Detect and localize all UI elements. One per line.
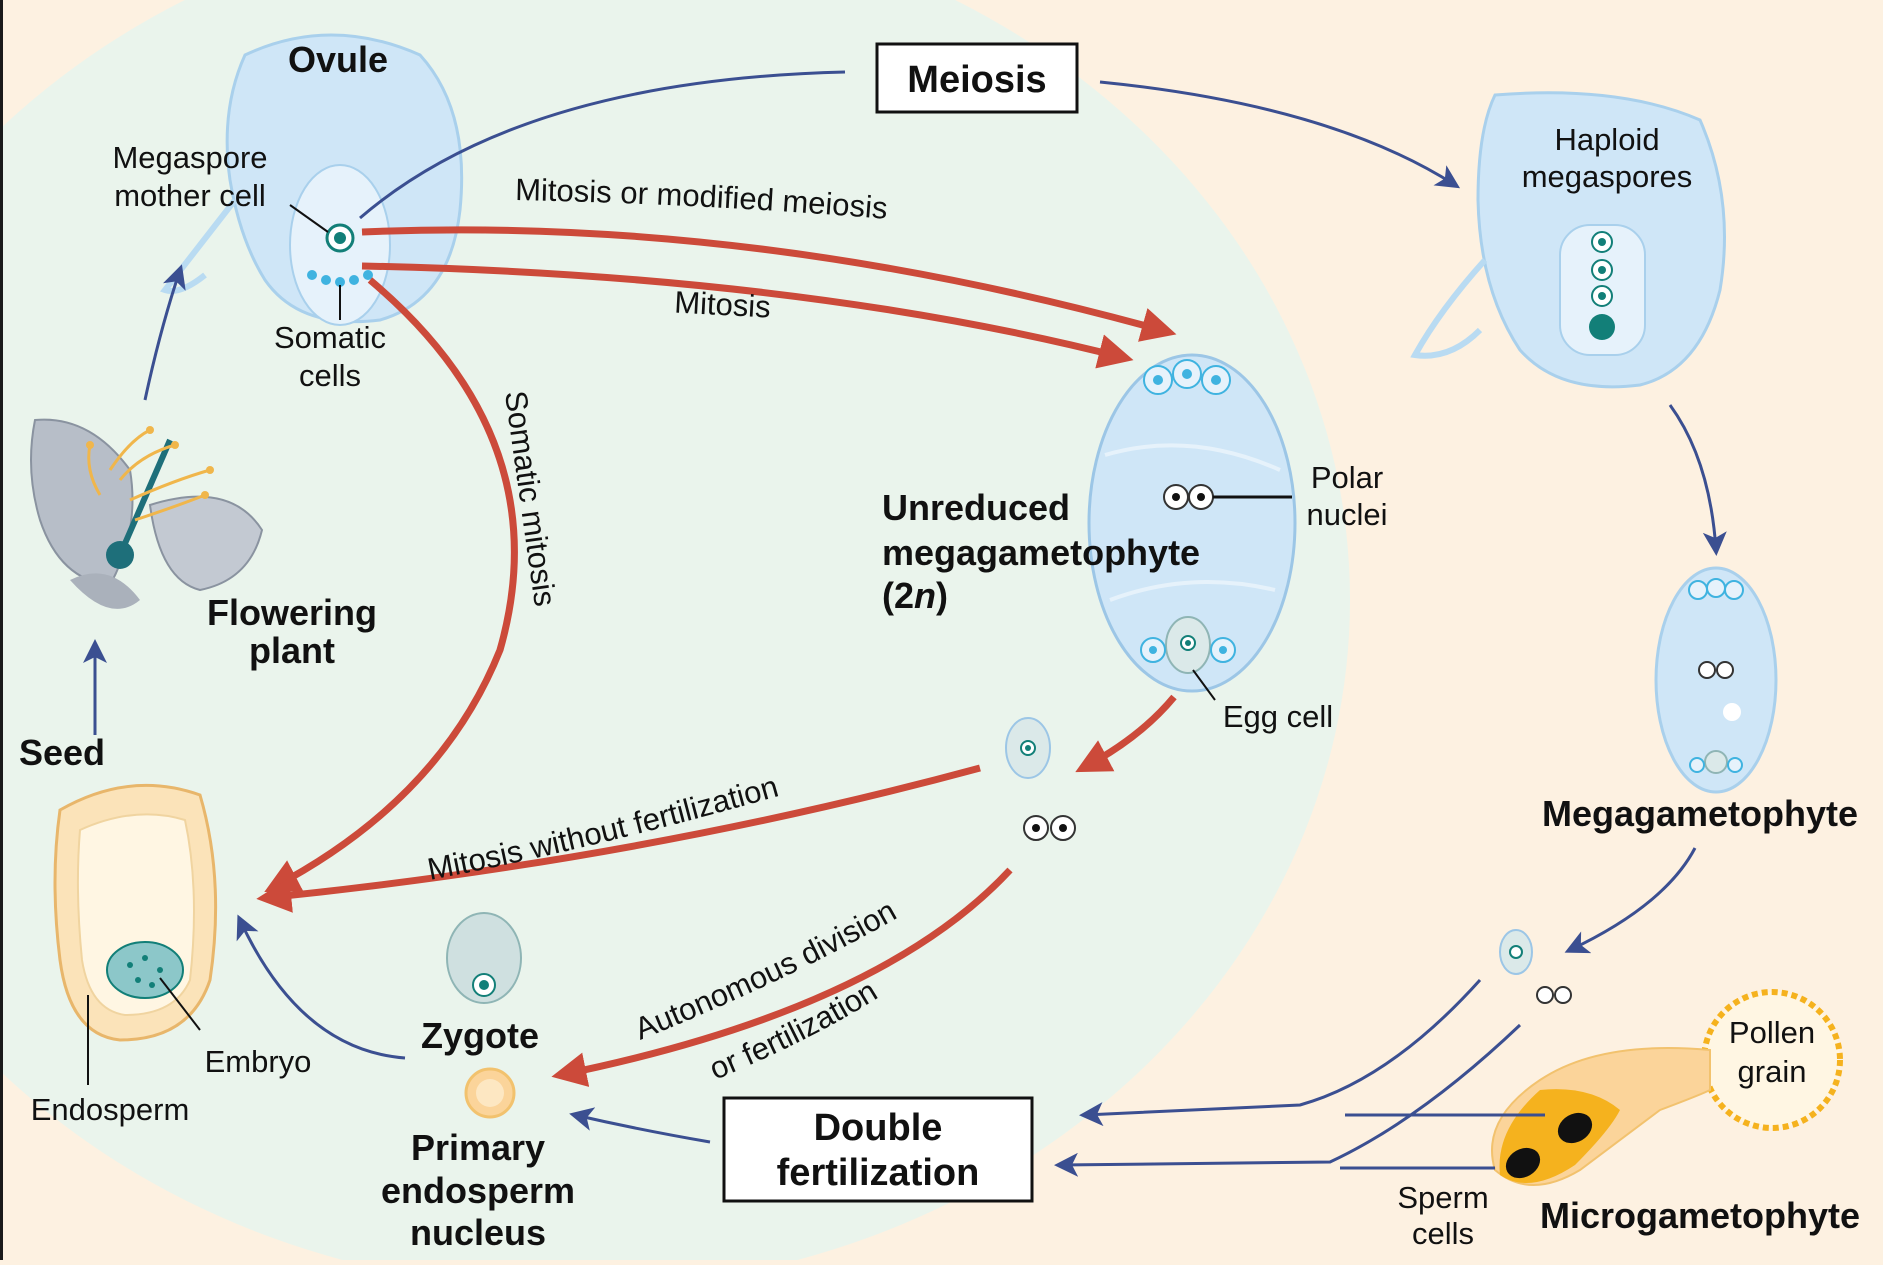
megagametophyte-label: Megagametophyte: [1542, 793, 1858, 834]
arrow-zygote-to-seed: [236, 914, 406, 1060]
double-fertilization-box: [722, 1096, 1034, 1203]
embryo: [106, 941, 184, 999]
endosperm-label: Endosperm: [31, 1092, 190, 1127]
double-fertilization-label-line2: fertilization: [777, 1152, 980, 1194]
left-border: [0, 0, 3, 1260]
arrow-egg-to-double-fertilization: [1079, 978, 1482, 1127]
unreduced-megagametophyte-illustration: [1087, 353, 1297, 693]
polar-nuclei-label-line1: Polar: [1311, 460, 1383, 495]
haploid-megaspores-illustration: [1410, 91, 1726, 389]
zygote-illustration: [446, 912, 522, 1004]
sperm-cells-label-line2: cells: [1412, 1216, 1474, 1251]
embryo-leader-line: [159, 977, 201, 1031]
arrow-autonomous-division: [551, 867, 1013, 1087]
haploid-megaspores-label-line1: Haploid: [1554, 122, 1659, 157]
sperm-cell: [1557, 1112, 1593, 1144]
flowering-plant-illustration: [30, 418, 264, 609]
megaspore-mother-cell-label-line2: mother cell: [114, 178, 266, 213]
arrow-polar-to-double-fertilization: [1054, 1023, 1522, 1177]
flowering-plant-label-line2: plant: [249, 630, 335, 671]
seed-label: Seed: [19, 732, 105, 773]
arrow-mitosis-without-fertilization: [256, 764, 981, 913]
ploidy-label: (2n): [882, 575, 948, 616]
arrow-mitosis-or-modified-meiosis: [361, 226, 1177, 342]
flowering-plant-label-line1: Flowering: [207, 592, 377, 633]
ovule-label: Ovule: [288, 39, 388, 80]
zygote-label: Zygote: [421, 1015, 539, 1056]
primary-endosperm-label-line2: endosperm: [381, 1170, 575, 1211]
sperm-cells-label-line1: Sperm: [1397, 1180, 1488, 1215]
egg-and-polar-cells-center: [1005, 717, 1076, 841]
unreduced-label-line1: Unreduced: [882, 487, 1070, 528]
arrow-double-fertilization-to-products: [569, 1107, 711, 1144]
egg-cell-label: Egg cell: [1223, 699, 1333, 734]
line-ovule-to-meiosis: [359, 70, 846, 220]
meiosis-box: [875, 42, 1079, 114]
primary-endosperm-label-line1: Primary: [411, 1127, 545, 1168]
embryo-label: Embryo: [205, 1044, 312, 1079]
egg-cell-leader-line: [1192, 669, 1216, 701]
somatic-cells-label-line2: cells: [299, 358, 361, 393]
unreduced-label-line2: megagametophyte: [882, 532, 1200, 573]
pollen-grain-label-line2: grain: [1738, 1054, 1807, 1089]
pollen-tube-illustration: [1491, 1047, 1711, 1186]
arrow-mitosis: [361, 262, 1134, 369]
sperm-cell: [1505, 1147, 1541, 1179]
megagametophyte-illustration: [1654, 566, 1778, 794]
pollen-grain-label-line1: Pollen: [1729, 1015, 1815, 1050]
microgametophyte-label: Microgametophyte: [1540, 1195, 1860, 1236]
somatic-cells-label-line1: Somatic: [274, 320, 386, 355]
seed-illustration: [53, 783, 218, 1042]
arrow-plant-to-ovule: [143, 264, 186, 401]
double-fertilization-label-line1: Double: [814, 1107, 943, 1149]
primary-endosperm-label-line3: nucleus: [410, 1212, 546, 1253]
arrow-somatic-mitosis: [264, 277, 518, 893]
megaspore-leader-line: [289, 204, 329, 233]
arrow-egg-to-unfertilized: [1075, 694, 1177, 773]
megaspore-mother-cell-label-line1: Megaspore: [112, 140, 267, 175]
meiosis-label: Meiosis: [907, 59, 1046, 101]
egg-and-polar-cells-right: [1499, 929, 1572, 1004]
ovule-illustration: [160, 33, 464, 326]
mitosis-label: Mitosis: [673, 285, 771, 325]
arrow-meiosis-to-megaspores: [1099, 80, 1461, 189]
polar-nuclei-label-line2: nuclei: [1307, 497, 1388, 532]
primary-endosperm-nucleus-illustration: [464, 1067, 516, 1119]
haploid-megaspores-label-line2: megaspores: [1522, 159, 1693, 194]
arrow-megagametophyte-to-cells: [1564, 847, 1697, 954]
arrow-megaspores-to-megagametophyte: [1668, 404, 1727, 556]
